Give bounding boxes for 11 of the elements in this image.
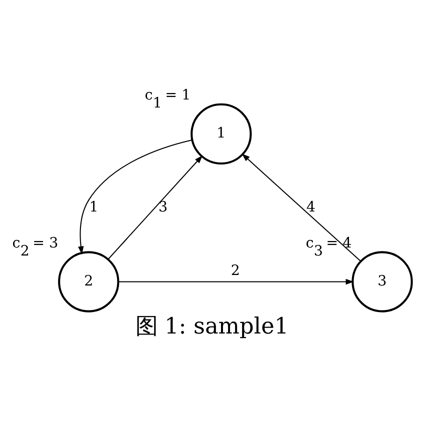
edge-label: 3 [158, 200, 168, 216]
edge-label: 1 [89, 200, 98, 216]
arrow [118, 278, 354, 285]
caption: 图 1: sample1 [135, 313, 289, 340]
arrow [108, 155, 203, 260]
arrow [78, 140, 192, 255]
node-circle: 2 [58, 251, 120, 312]
edge-label: 4 [306, 200, 316, 216]
arrow [242, 154, 361, 262]
node-circle: 3 [352, 251, 413, 312]
edge-label: 2 [230, 262, 240, 279]
